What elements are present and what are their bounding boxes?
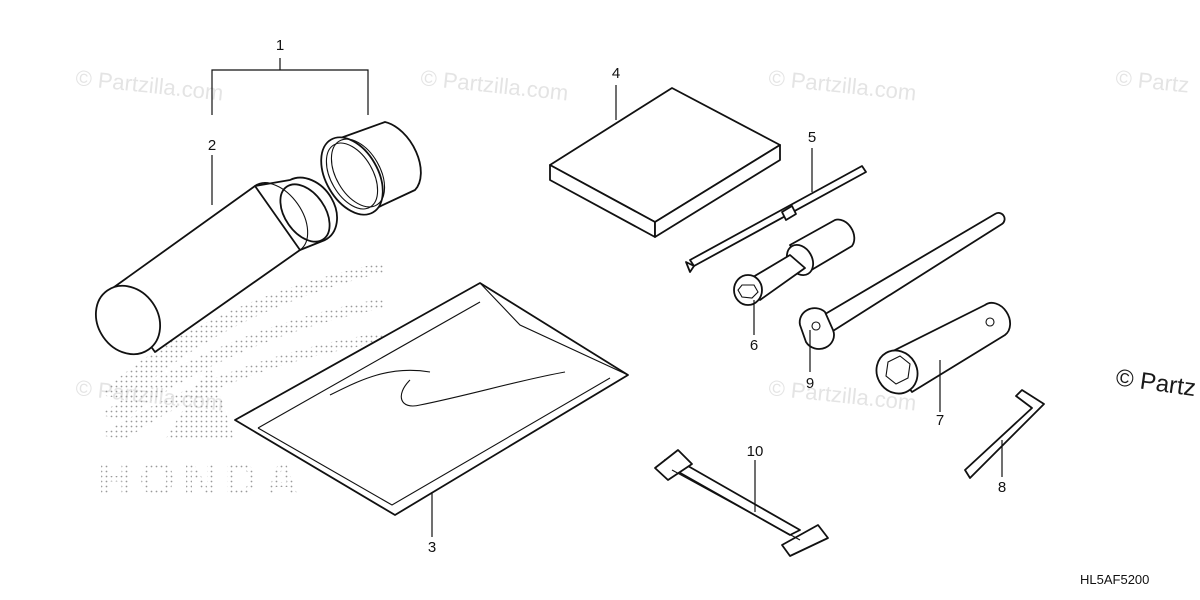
honda-wing-logo: HONDA bbox=[98, 262, 385, 505]
callouts: 1 2 3 4 5 6 7 8 9 10 bbox=[208, 37, 1006, 556]
brand-lettering: HONDA bbox=[98, 453, 307, 505]
wrench bbox=[798, 212, 1006, 350]
callout-5: 5 bbox=[808, 129, 816, 146]
plug-wrench bbox=[875, 301, 1012, 395]
callout-3: 3 bbox=[428, 539, 436, 556]
leader-lines bbox=[211, 58, 1003, 537]
watermark: © Partzilla.com bbox=[419, 65, 569, 105]
callout-1: 1 bbox=[276, 37, 284, 54]
tool-tube bbox=[95, 176, 338, 356]
callout-7: 7 bbox=[936, 412, 944, 429]
screwdriver-handle bbox=[733, 218, 856, 306]
owner-manual bbox=[549, 87, 781, 238]
watermark-prominent: © Partz bbox=[1114, 364, 1197, 402]
hex-key bbox=[964, 389, 1045, 479]
tool-tube-cap bbox=[320, 121, 422, 216]
screwdriver-shaft bbox=[685, 165, 867, 273]
callout-9: 9 bbox=[806, 375, 814, 392]
drawing-code: HL5AF5200 bbox=[1080, 572, 1149, 587]
callout-8: 8 bbox=[998, 479, 1006, 496]
callout-4: 4 bbox=[612, 65, 620, 82]
watermark: © Partz bbox=[1114, 65, 1190, 98]
callout-6: 6 bbox=[750, 337, 758, 354]
watermark: © Partzilla.com bbox=[767, 65, 917, 105]
watermark: © Partzilla.com bbox=[74, 65, 224, 105]
tool-bag bbox=[234, 282, 629, 516]
strap-band bbox=[654, 449, 829, 557]
callout-2: 2 bbox=[208, 137, 216, 154]
callout-10: 10 bbox=[747, 443, 764, 460]
